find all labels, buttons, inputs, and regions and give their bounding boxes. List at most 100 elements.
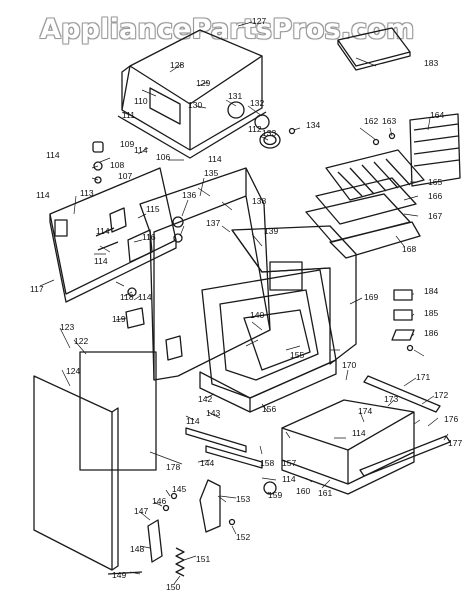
oven-top-139 [231, 229, 331, 273]
part-label-158: 158 [260, 458, 274, 468]
frame-142-drawing [199, 371, 251, 413]
part-label-109: 109 [120, 139, 134, 149]
part-label-166: 166 [428, 191, 442, 201]
part-label-147: 147 [134, 506, 148, 516]
side-panel-122-drawing [79, 351, 157, 471]
part-label-139: 139 [264, 226, 278, 236]
part-label-167: 167 [428, 211, 442, 221]
ring-134-inner [263, 134, 277, 146]
hinge-147-drawing [147, 519, 163, 563]
part-label-140: 140 [250, 310, 264, 320]
rack-166-drawing [315, 177, 417, 225]
part-label-129: 129 [196, 78, 210, 88]
top-housing-opening [149, 87, 181, 125]
part-label-134: 134 [306, 120, 320, 130]
oven-body-139-drawing [231, 225, 357, 365]
spring-150-drawing [175, 547, 185, 577]
screw-114-right-drawing [406, 344, 414, 352]
part-label-122: 122 [74, 336, 88, 346]
nut-108-drawing [93, 161, 103, 171]
part-label-114: 114 [94, 256, 108, 266]
part-label-114: 114 [282, 474, 296, 484]
part-label-171: 171 [416, 372, 430, 382]
hinge-153-drawing [199, 479, 221, 533]
part-label-108: 108 [110, 160, 124, 170]
rail-171-drawing [363, 375, 441, 413]
part-label-178: 178 [166, 462, 180, 472]
side-panel-cutout [165, 335, 183, 361]
part-label-148: 148 [130, 544, 144, 554]
part-label-152: 152 [236, 532, 250, 542]
panel-183-edge [337, 40, 411, 71]
part-label-159: 159 [268, 490, 282, 500]
washer-107-drawing [94, 176, 102, 184]
part-label-157: 157 [282, 458, 296, 468]
grommet-118-drawing [127, 287, 137, 297]
part-label-168: 168 [402, 244, 416, 254]
bracket-113-drawing [54, 219, 68, 237]
part-label-124: 124 [66, 366, 80, 376]
part-label-112: 112 [248, 124, 262, 134]
part-label-165: 165 [428, 177, 442, 187]
bracket-115-drawing [109, 207, 127, 233]
rail-177-drawing [359, 435, 451, 477]
part-label-117: 117 [30, 284, 44, 294]
part-label-163: 163 [382, 116, 396, 126]
part-label-185: 185 [424, 308, 438, 318]
part-label-114: 114 [96, 226, 110, 236]
part-label-176: 176 [444, 414, 458, 424]
top-housing-drawing [121, 29, 263, 151]
part-label-146: 146 [152, 496, 166, 506]
part-label-119: 119 [112, 314, 126, 324]
part-label-114: 114 [352, 428, 366, 438]
part-label-138: 138 [252, 196, 266, 206]
part-label-142: 142 [198, 394, 212, 404]
part-label-106: 106 [156, 152, 170, 162]
pin-145-drawing [170, 492, 178, 500]
screw-133-drawing [288, 127, 296, 135]
frame-156-drawing [249, 359, 337, 413]
top-housing-face [121, 55, 263, 150]
part-label-169: 169 [364, 292, 378, 302]
back-panel-edge [49, 214, 177, 303]
side-panel-135-drawing [139, 167, 271, 381]
part-label-114: 114 [46, 150, 60, 160]
knob-136-drawing [172, 216, 184, 228]
part-label-132: 132 [250, 98, 264, 108]
part-drawings [33, 21, 461, 585]
part-label-184: 184 [424, 286, 438, 296]
part-label-149: 149 [112, 570, 126, 580]
part-label-116: 116 [142, 232, 156, 242]
side-panel-124-edge [111, 407, 119, 571]
part-label-118: 118 [120, 292, 134, 302]
part-label-114: 114 [186, 416, 200, 426]
part-label-162: 162 [364, 116, 378, 126]
part-label-135: 135 [204, 168, 218, 178]
bracket-186-drawing [391, 329, 415, 341]
top-housing-flange [117, 111, 267, 159]
part-label-113: 113 [80, 188, 94, 198]
screw-163-drawing [388, 132, 396, 140]
part-label-114: 114 [138, 292, 152, 302]
bracket-185-drawing [393, 309, 413, 321]
part-label-115: 115 [146, 204, 160, 214]
part-label-177: 177 [448, 438, 462, 448]
part-label-143: 143 [206, 408, 220, 418]
part-label-156: 156 [262, 404, 276, 414]
part-label-128: 128 [170, 60, 184, 70]
part-label-153: 153 [236, 494, 250, 504]
ring-134-drawing [259, 131, 281, 149]
screw-162-drawing [372, 138, 380, 146]
drawer-161-front [281, 411, 415, 484]
part-label-155: 155 [290, 350, 304, 360]
part-label-174: 174 [358, 406, 372, 416]
part-label-145: 145 [172, 484, 186, 494]
part-label-173: 173 [384, 394, 398, 404]
part-label-144: 144 [200, 458, 214, 468]
part-label-136: 136 [182, 190, 196, 200]
ring-131-drawing [227, 101, 245, 119]
part-label-107: 107 [118, 171, 132, 181]
part-label-114: 114 [36, 190, 50, 200]
knob-109-drawing [92, 141, 104, 153]
